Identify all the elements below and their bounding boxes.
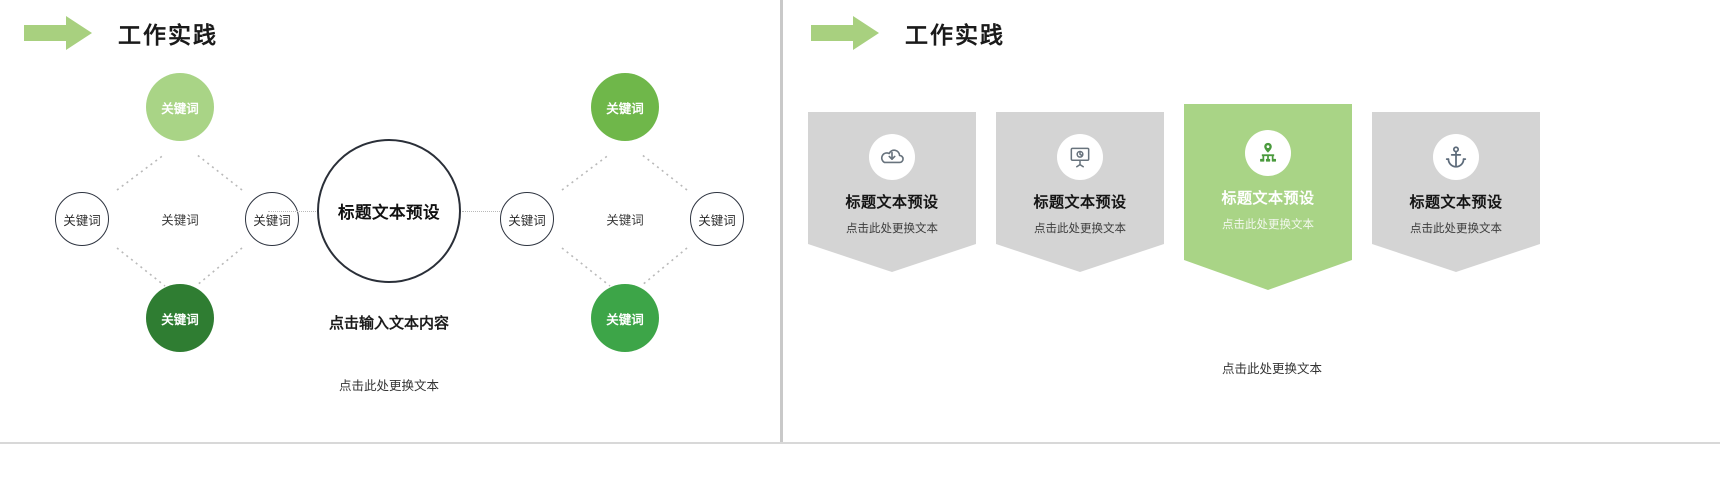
cluster-right-node-bottom[interactable]: 关键词 [591,284,659,352]
slide-divider [780,0,783,442]
node-label: 关键词 [253,213,291,228]
cluster-right-node-right[interactable]: 关键词 [690,192,744,246]
cluster-right-connectors [561,153,688,287]
banner-shape [1184,104,1352,290]
anchor-icon [1433,134,1479,180]
cloud-download-icon [869,134,915,180]
slide-left-footer: 点击此处更换文本 [338,379,440,393]
slide-left: 工作实践 关键词 关键词 关键词 关键词 关键词 [0,0,780,442]
banner-subtitle: 点击此处更换文本 [1222,219,1314,231]
slide-right-header: 工作实践 [809,14,1005,52]
arrow-right-icon [22,14,94,52]
cluster-left-node-bottom[interactable]: 关键词 [146,284,214,352]
cluster-left: 关键词 关键词 关键词 关键词 关键词 [55,73,300,352]
banner-title: 标题文本预设 [845,194,939,211]
banner-subtitle: 点击此处更换文本 [1410,223,1502,235]
page-title: 工作实践 [118,22,218,48]
node-label: 关键词 [606,101,644,116]
connector-left-to-center [268,211,316,212]
node-label: 关键词 [508,213,546,228]
arrow-right-icon [809,14,881,52]
slide-left-header: 工作实践 [22,14,218,52]
cluster-right-node-top[interactable]: 关键词 [591,73,659,141]
location-network-icon [1245,130,1291,176]
banner-title: 标题文本预设 [1221,190,1315,207]
cluster-left-node-left[interactable]: 关键词 [55,192,109,246]
banner-4[interactable]: 标题文本预设 点击此处更换文本 [1372,112,1540,272]
node-label: 关键词 [161,101,199,116]
cluster-right: 关键词 关键词 关键词 关键词 关键词 [500,73,745,352]
connector-center-to-right [462,211,510,212]
banner-subtitle: 点击此处更换文本 [846,223,938,235]
banner-shape [996,112,1164,272]
slide-right-footer: 点击此处更换文本 [1221,362,1323,376]
node-label: 关键词 [606,312,644,327]
node-label: 关键词 [63,213,101,228]
node-label: 关键词 [698,213,736,228]
banner-shape [808,112,976,272]
banner-title: 标题文本预设 [1409,194,1503,211]
cluster-left-connectors [116,153,243,287]
center-caption: 点击输入文本内容 [328,315,450,332]
node-label: 关键词 [161,312,199,327]
bottom-rule [0,442,1720,444]
banner-1[interactable]: 标题文本预设 点击此处更换文本 [808,112,976,272]
banner-3[interactable]: 标题文本预设 点击此处更换文本 [1184,104,1352,290]
banner-title: 标题文本预设 [1033,194,1127,211]
cluster-right-node-left[interactable]: 关键词 [500,192,554,246]
cluster-left-node-center: 关键词 [161,213,199,228]
banner-shape [1372,112,1540,272]
presentation-chart-icon [1057,134,1103,180]
center-circle-label: 标题文本预设 [338,204,440,222]
page-title: 工作实践 [905,22,1005,48]
cluster-right-node-center: 关键词 [606,213,644,228]
banner-2[interactable]: 标题文本预设 点击此处更换文本 [996,112,1164,272]
cluster-left-node-top[interactable]: 关键词 [146,73,214,141]
slide-right: 工作实践 标题文本预设 点击此处更换文本 [783,0,1720,442]
cluster-left-node-right[interactable]: 关键词 [245,192,299,246]
banner-subtitle: 点击此处更换文本 [1034,223,1126,235]
center-circle[interactable]: 标题文本预设 [317,139,461,283]
